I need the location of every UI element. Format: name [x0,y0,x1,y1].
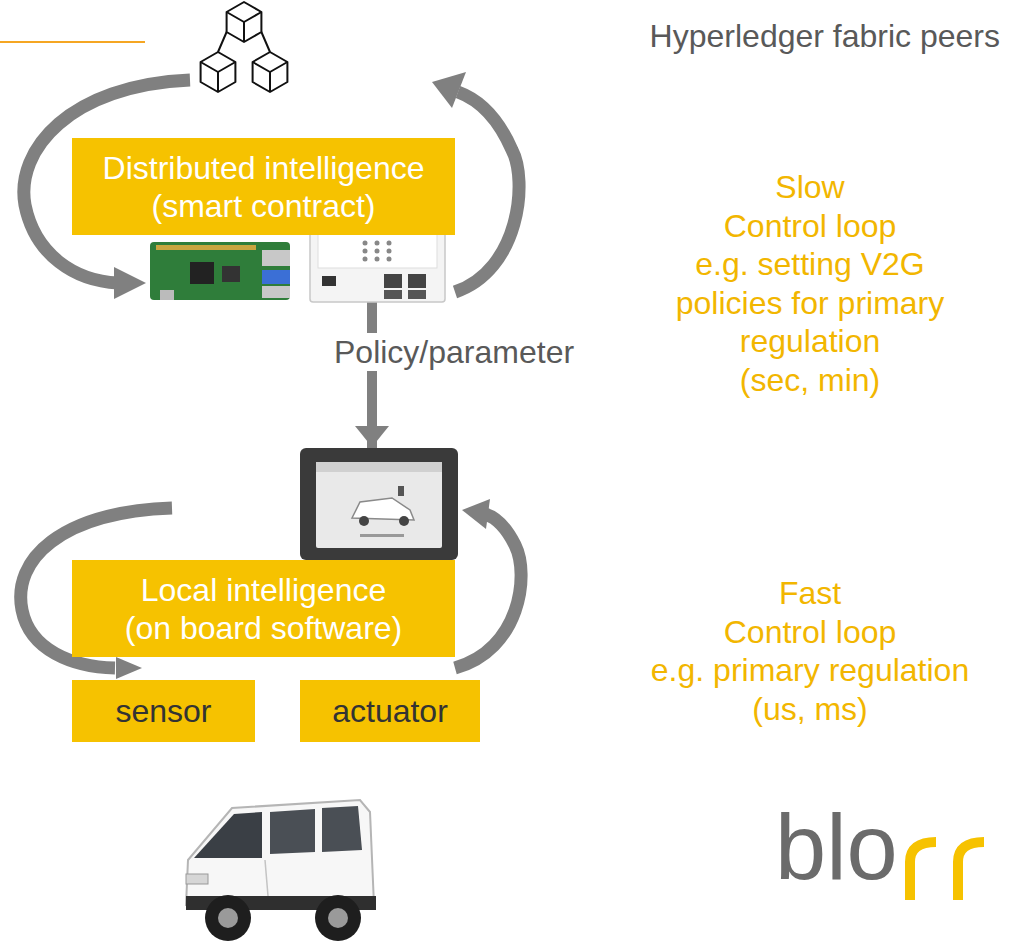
gateway-box-part [363,249,368,254]
accent-line-part [0,41,145,43]
gateway-box-part [387,257,392,262]
electric-van-part [322,806,362,852]
blockchain-icon-part [253,62,288,92]
gateway-box-part [375,257,380,262]
raspberry-pi-board-part [262,286,290,298]
blockchain-icon-part [227,12,262,42]
raspberry-pi-board-part [262,250,290,266]
component-box: sensor [72,680,255,742]
policy-arrowhead-part [355,426,389,447]
node-text: Local intelligence (on board software) [125,571,402,647]
gateway-box-part [384,274,402,288]
gateway-box-part [408,290,426,299]
gateway-box-part [384,290,402,299]
dashboard-photo-part [360,534,404,537]
logo-text: blo [775,792,898,902]
gateway-box-part [387,249,392,254]
dashboard-photo-part [316,462,442,472]
dashboard-photo [300,448,458,560]
policy-arrowhead [355,426,389,447]
loop-arrowhead-part [462,499,490,529]
raspberry-pi-board-part [160,290,174,300]
electric-van [186,800,376,941]
loop-arrow-part [455,92,519,292]
blockchain-icon-part [227,2,262,42]
gateway-box-part [408,274,426,288]
electric-van-part [315,895,361,941]
gateway-box [310,228,445,302]
raspberry-pi-board [150,242,290,300]
gateway-box-part [363,257,368,262]
logo-mark-part [910,842,936,900]
system-caption: Hyperledger fabric peers [650,16,1000,56]
electric-van-part [205,895,251,941]
node-text: actuator [332,692,448,730]
gateway-box-part [375,249,380,254]
gateway-box-part [363,241,368,246]
electric-van-part [265,860,268,896]
accent-line [0,42,145,43]
gateway-box-part [310,228,445,302]
blockchain-icon-part [201,62,236,92]
raspberry-pi-board-part [262,270,290,284]
component-box: actuator [300,680,480,742]
loop-arrow-part [455,514,521,668]
electric-van-part [270,809,315,854]
loop-arrow [21,80,521,668]
logo-mark-part [958,842,984,900]
process-band: Distributed intelligence (smart contract… [72,138,455,235]
edge-label: Policy/parameter [330,333,578,371]
raspberry-pi-board-part [222,266,240,282]
process-band: Local intelligence (on board software) [72,560,455,657]
electric-van-part [186,874,208,884]
dashboard-photo-part [398,486,404,496]
blockchain-icon-part [253,52,288,92]
gateway-box-part [318,234,437,268]
raspberry-pi-board-part [156,245,256,250]
raspberry-pi-board-part [150,242,290,300]
loop-note: Slow Control loop e.g. setting V2G polic… [610,168,1010,399]
loop-arrowhead-part [116,657,142,679]
raspberry-pi-board-part [190,262,214,284]
dashboard-photo-part [316,462,442,548]
blockchain-icon-part [201,52,236,92]
loop-arrowhead-part [114,267,146,299]
electric-van-part [194,812,262,858]
electric-van-part [218,908,238,928]
gateway-box-part [387,241,392,246]
dashboard-photo-part [359,516,369,526]
dashboard-photo-part [399,516,409,526]
electric-van-part [186,800,374,905]
electric-van-part [328,908,348,928]
node-text: sensor [115,692,211,730]
node-text: Distributed intelligence (smart contract… [103,149,425,225]
logo-mark [910,842,984,900]
gateway-box-part [322,276,336,286]
loop-arrowhead-part [432,72,466,108]
gateway-box-part [375,241,380,246]
blockchain-icon-part [218,32,270,52]
blockchain-icon [201,2,288,92]
loop-note: Fast Control loop e.g. primary regulatio… [610,574,1010,728]
dashboard-photo-part [300,448,458,560]
